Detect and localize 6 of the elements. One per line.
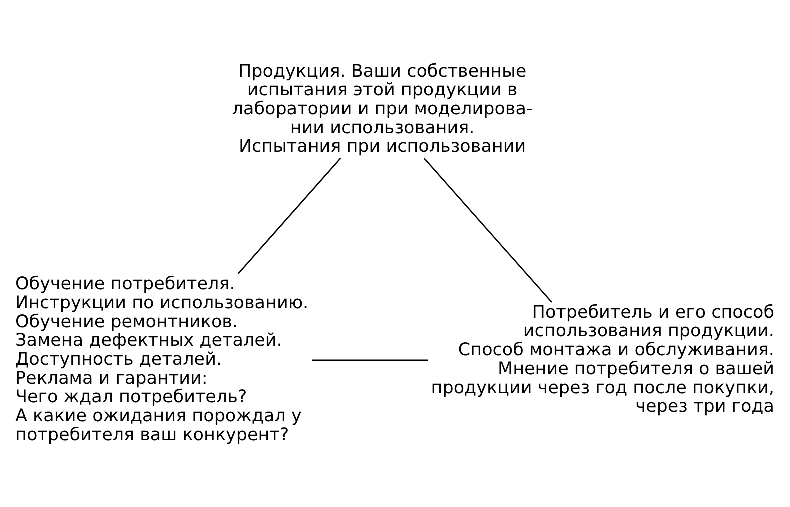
node-text: Продукция. Ваши собственные испытания этой продукции в лаборатории и при моделирова- нии использования. Испытания при использовании xyxy=(232,61,533,157)
connector xyxy=(424,157,552,302)
connector xyxy=(312,359,428,361)
node-text: Потребитель и его способ использования продукции. Способ монтажа и обслуживания. Мнение потребителя о вашей продукции через год после покупки, через три года xyxy=(431,302,774,417)
node-text: Обучение потребителя. Инструкции по использованию. Обучение ремонтников. Замена дефектных деталей. Доступность деталей. Реклама и гарантии: Чего ждал потребитель? А какие ожидания порождал у потребителя ваш конкурент? xyxy=(16,274,309,445)
connector xyxy=(238,157,342,274)
